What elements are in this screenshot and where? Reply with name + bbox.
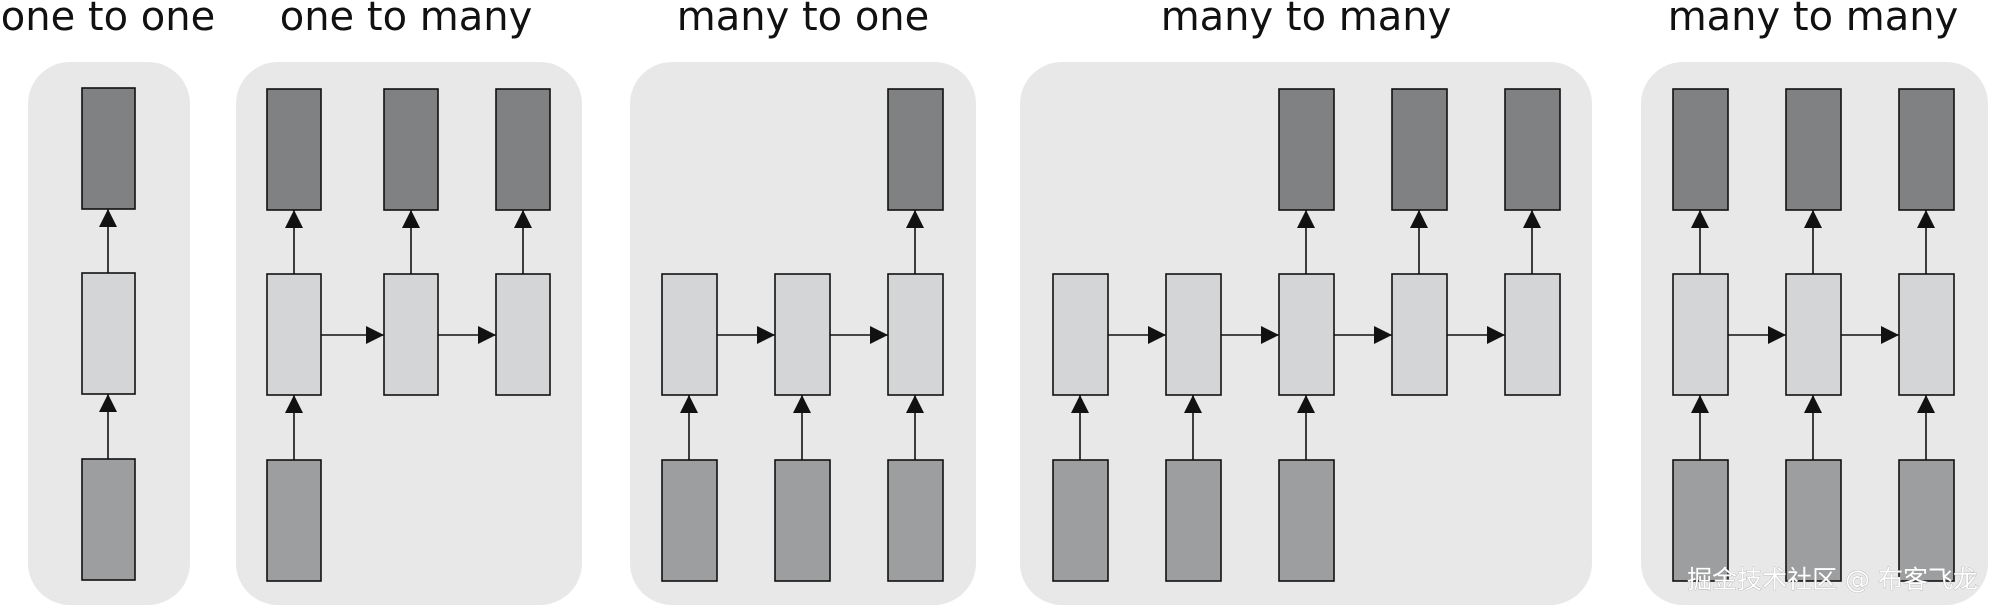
hidden-state-box [887,273,944,396]
panel-many-to-one: many to one [630,0,976,605]
input-box [774,459,831,582]
arrows [1071,210,1541,460]
output-box [1391,88,1448,211]
input-box [1165,459,1222,582]
hidden-boxes [1672,273,1955,396]
output-box [1504,88,1561,211]
hidden-state-box [1785,273,1842,396]
arrows [1691,210,1935,460]
hidden-state-box [383,273,439,396]
watermark-text: 掘金技术社区 @ 布客飞龙 [1687,565,1978,594]
output-box [1672,88,1729,211]
output-box [1898,88,1955,211]
hidden-state-box [81,272,136,395]
hidden-state-box [661,273,718,396]
input-boxes [81,458,136,581]
panel-one-to-many: one to many [236,0,582,605]
panel-many-to-many-delayed: many to many [1020,0,1592,605]
input-boxes [266,459,322,582]
hidden-state-box [1898,273,1955,396]
hidden-state-box [1391,273,1448,396]
arrows [680,210,924,460]
hidden-state-box [1278,273,1335,396]
input-box [1898,459,1955,582]
input-box [1052,459,1109,582]
input-boxes [1672,459,1955,582]
output-boxes [81,87,136,210]
output-box [495,88,551,211]
hidden-state-box [1504,273,1561,396]
hidden-state-box [266,273,322,396]
hidden-boxes [81,272,136,395]
input-box [887,459,944,582]
output-boxes [1672,88,1955,211]
panel-title: many to many [1668,0,1959,40]
input-box [661,459,718,582]
panel-title: many to one [677,0,930,40]
output-boxes [887,88,944,211]
output-box [1278,88,1335,211]
output-boxes [266,88,551,211]
hidden-state-box [495,273,551,396]
output-box [383,88,439,211]
output-box [81,87,136,210]
panel-title: one to many [280,0,533,40]
output-box [1785,88,1842,211]
input-box [266,459,322,582]
hidden-state-box [1052,273,1109,396]
hidden-state-box [1165,273,1222,396]
panel-one-to-one: one to one [1,0,215,605]
output-box [887,88,944,211]
hidden-state-box [1672,273,1729,396]
input-boxes [661,459,944,582]
arrows [285,210,532,460]
hidden-boxes [661,273,944,396]
panel-many-to-many-synced: many to many [1641,0,1988,605]
input-box [1278,459,1335,582]
output-boxes [1278,88,1561,211]
hidden-boxes [266,273,551,396]
input-box [1672,459,1729,582]
panel-title: one to one [1,0,215,40]
input-boxes [1052,459,1335,582]
hidden-boxes [1052,273,1561,396]
input-box [81,458,136,581]
panel-title: many to many [1161,0,1452,40]
input-box [1785,459,1842,582]
output-box [266,88,322,211]
hidden-state-box [774,273,831,396]
